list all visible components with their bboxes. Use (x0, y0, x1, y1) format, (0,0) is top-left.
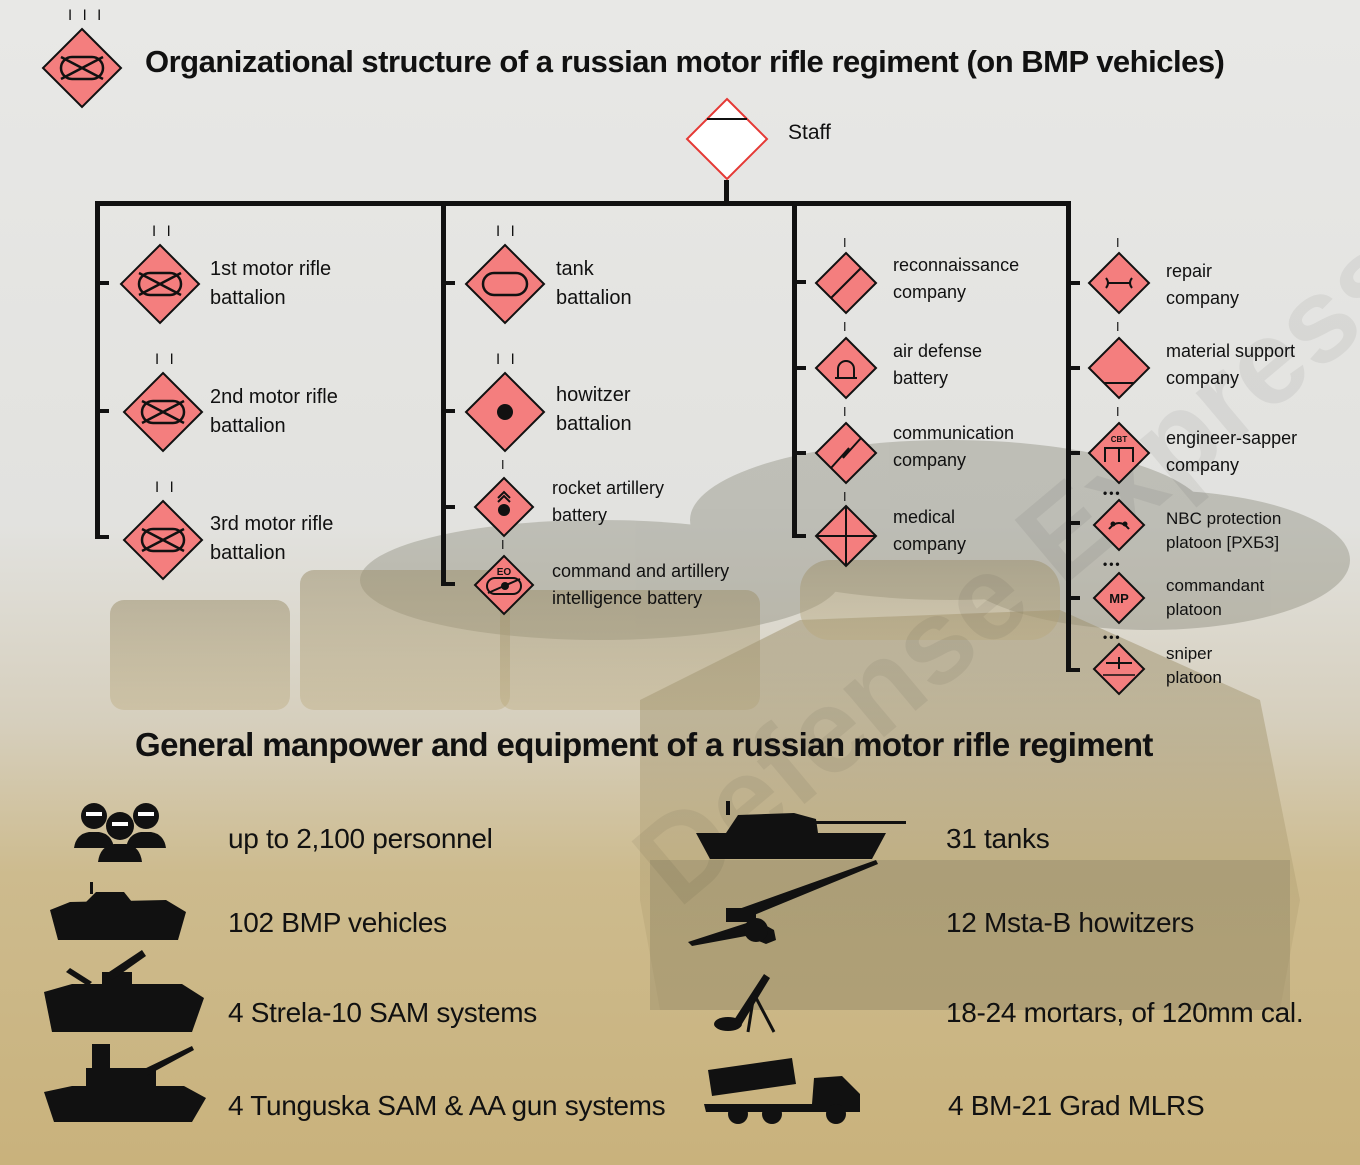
unit-echelon: ••• (1103, 486, 1122, 500)
regiment-motor-rifle-icon (41, 27, 123, 109)
stat-tanks: 31 tanks (946, 823, 1050, 854)
tick (1066, 596, 1080, 600)
tick (1066, 451, 1080, 455)
reconnaissance-icon (814, 251, 878, 315)
howitzer-icon (464, 371, 546, 453)
tick (1066, 521, 1080, 525)
motor-rifle-icon (119, 243, 201, 325)
military-police-icon: MP (1092, 571, 1146, 625)
tick (95, 409, 109, 413)
unit-echelon: I (1116, 236, 1123, 250)
unit-echelon: I I (496, 352, 518, 368)
unit-echelon: I (1116, 320, 1123, 334)
artillery-intelligence-icon: EO (473, 554, 535, 616)
staff-connector (724, 180, 729, 204)
tank-icon (464, 243, 546, 325)
page-title: Organizational structure of a russian mo… (145, 44, 1225, 79)
personnel-icon (74, 803, 166, 862)
air-defense-icon (814, 336, 878, 400)
unit-echelon: I (501, 538, 508, 552)
grad-silhouette-icon (704, 1058, 860, 1124)
tunguska-silhouette-icon (44, 1044, 206, 1122)
tick (441, 582, 455, 586)
tick (1066, 668, 1080, 672)
unit-echelon: I (843, 490, 850, 504)
stat-bmp: 102 BMP vehicles (228, 907, 447, 938)
bmp-silhouette-icon (50, 882, 186, 940)
unit-echelon: I (501, 458, 508, 472)
signal-icon (814, 421, 878, 485)
howitzer-silhouette-icon (688, 860, 878, 946)
tick (95, 281, 109, 285)
column-4-line (1066, 201, 1071, 672)
eo-mark: EO (497, 567, 512, 578)
nbc-icon (1092, 498, 1146, 552)
stat-mortars: 18-24 mortars, of 120mm cal. (946, 997, 1304, 1028)
section-title: General manpower and equipment of a russ… (135, 726, 1153, 763)
engineer-icon: CBT (1087, 421, 1151, 485)
stat-grad: 4 BM-21 Grad MLRS (948, 1090, 1205, 1121)
strela-silhouette-icon (44, 950, 204, 1032)
column-2-line (441, 201, 446, 586)
tree-horizontal-line (95, 201, 1071, 206)
supply-icon (1087, 336, 1151, 400)
regiment-echelon: I I I (68, 8, 105, 24)
rocket-artillery-icon (473, 476, 535, 538)
cbt-mark: CBT (1111, 435, 1128, 444)
stat-strela: 4 Strela-10 SAM systems (228, 997, 537, 1028)
tick (792, 366, 806, 370)
tick (1066, 281, 1080, 285)
stat-tunguska: 4 Tunguska SAM & AA gun systems (228, 1090, 666, 1121)
unit-echelon: I I (155, 480, 177, 496)
mortar-silhouette-icon (714, 974, 776, 1033)
unit-echelon: I (843, 405, 850, 419)
unit-echelon: ••• (1103, 557, 1122, 571)
tick (95, 535, 109, 539)
stat-howitzers: 12 Msta-B howitzers (946, 907, 1194, 938)
tick (792, 534, 806, 538)
medical-icon (814, 504, 878, 568)
unit-echelon: I (843, 320, 850, 334)
unit-echelon: I I (496, 224, 518, 240)
tick (1066, 366, 1080, 370)
tick (441, 505, 455, 509)
staff-label: Staff (788, 121, 831, 144)
tick (792, 280, 806, 284)
sniper-icon (1092, 642, 1146, 696)
staff-icon (685, 97, 769, 181)
unit-echelon: I I (152, 224, 174, 240)
motor-rifle-icon (122, 371, 204, 453)
unit-echelon: ••• (1103, 630, 1122, 644)
stat-personnel: up to 2,100 personnel (228, 823, 493, 854)
repair-icon (1087, 251, 1151, 315)
tick (441, 409, 455, 413)
unit-echelon: I (1116, 405, 1123, 419)
tank-silhouette-icon (696, 801, 906, 859)
unit-echelon: I I (155, 352, 177, 368)
column-1-line (95, 201, 100, 538)
mp-mark: MP (1109, 591, 1129, 606)
tick (441, 281, 455, 285)
unit-echelon: I (843, 236, 850, 250)
tick (792, 451, 806, 455)
motor-rifle-icon (122, 499, 204, 581)
